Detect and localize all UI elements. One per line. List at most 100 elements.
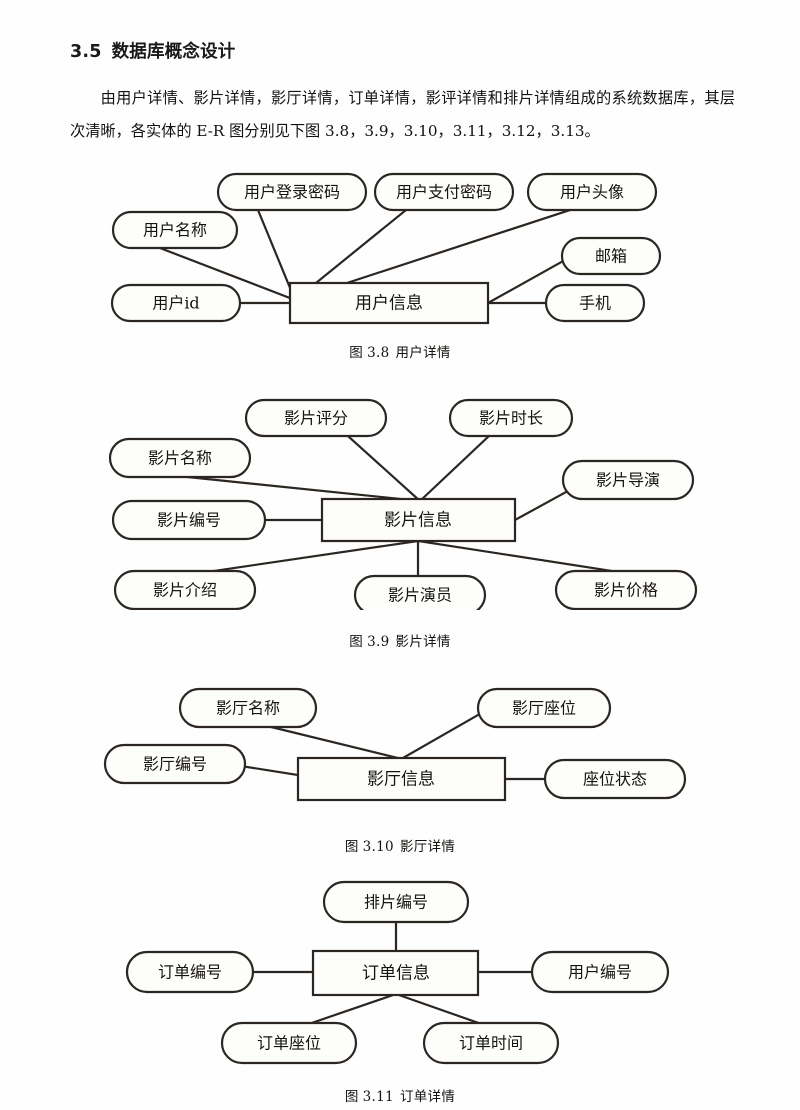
attribute-user-phone[interactable]: 手机 [544,283,646,323]
er-diagram-user-canvas: 用户信息 用户登录密码 用户支付密码 用户头像 用户名称 邮箱 [110,172,662,325]
caption-prefix: 图 [349,634,364,650]
attribute-hall-seat[interactable]: 影厅座位 [476,687,612,729]
attribute-user-pay-password-label: 用户支付密码 [396,183,492,202]
attribute-film-intro-shape [113,569,257,610]
edge-user-login-password [256,208,297,302]
entity-hall-info-label: 影厅信息 [367,770,435,790]
attribute-user-email-label: 邮箱 [595,247,627,266]
attribute-film-director-shape [561,459,695,501]
attribute-hall-code[interactable]: 影厅编号 [103,743,247,785]
caption-number: 3.11 [362,1089,394,1105]
attribute-film-code-shape [111,499,267,541]
attribute-user-id[interactable]: 用户id [110,283,242,323]
attribute-user-avatar[interactable]: 用户头像 [526,172,658,212]
paragraph-text: 由用户详情、影片详情，影厅详情，订单详情，影评详情和排片详情组成的系统数据库，其… [70,89,735,140]
attribute-hall-code-label: 影厅编号 [143,755,207,774]
entity-order-info-label: 订单信息 [362,964,430,984]
er-diagram-film-canvas: 影片信息 影片评分 影片时长 影片名称 影片导演 影片编号 [108,398,698,610]
attribute-schedule-code-label: 排片编号 [364,893,428,912]
attribute-seat-status-label: 座位状态 [583,770,647,789]
attribute-film-price[interactable]: 影片价格 [554,569,698,610]
section-number: 3.5 [70,42,102,62]
body-paragraph: 由用户详情、影片详情，影厅详情，订单详情，影评详情和排片详情组成的系统数据库，其… [70,82,735,148]
attribute-seat-status[interactable]: 座位状态 [543,758,687,800]
attribute-user-name-shape [111,210,239,250]
er-diagram-order: 订单信息 排片编号 订单编号 用户编号 订单座位 订单时间 [0,875,800,1070]
caption-prefix: 图 [344,839,359,855]
attribute-user-name[interactable]: 用户名称 [111,210,239,250]
attribute-film-duration[interactable]: 影片时长 [448,398,574,438]
caption-title: 用户详情 [395,345,451,361]
attribute-order-seat-label: 订单座位 [257,1034,321,1053]
caption-prefix: 图 [344,1089,359,1105]
attribute-order-time[interactable]: 订单时间 [422,1021,560,1065]
attribute-film-duration-shape [448,398,574,438]
attribute-hall-name[interactable]: 影厅名称 [178,687,318,729]
attribute-film-actor[interactable]: 影片演员 [353,574,487,610]
attribute-order-code-shape [125,950,255,994]
attribute-user-id-shape [110,283,242,323]
attribute-order-code[interactable]: 订单编号 [125,950,255,994]
attribute-order-time-label: 订单时间 [459,1034,523,1053]
attribute-hall-code-shape [103,743,247,785]
attribute-hall-name-label: 影厅名称 [216,699,280,718]
caption-number: 3.10 [362,839,394,855]
caption-title: 影片详情 [395,634,451,650]
attribute-user-email[interactable]: 邮箱 [560,236,662,276]
attribute-film-director-label: 影片导演 [596,471,660,490]
attribute-film-score-label: 影片评分 [284,409,348,428]
caption-prefix: 图 [349,345,364,361]
edge-hall-seat [401,713,480,760]
attribute-film-code[interactable]: 影片编号 [111,499,267,541]
attribute-film-code-label: 影片编号 [157,511,221,530]
attribute-film-price-label: 影片价格 [594,581,658,600]
er-diagram-hall: 影厅信息 影厅名称 影厅座位 影厅编号 座位状态 [0,675,800,815]
attribute-user-pay-password[interactable]: 用户支付密码 [373,172,515,212]
attribute-film-name-shape [108,437,252,479]
edge-film-intro [198,539,420,575]
edge-user-email [486,258,567,305]
attribute-film-price-shape [554,569,698,610]
entity-user-info[interactable]: 用户信息 [288,281,490,325]
edge-order-seat [298,992,398,1029]
caption-title: 订单详情 [399,1089,456,1105]
attribute-film-actor-label: 影片演员 [388,586,452,605]
caption-title: 影厅详情 [399,839,456,855]
attribute-film-intro[interactable]: 影片介绍 [113,569,257,610]
attribute-film-score[interactable]: 影片评分 [244,398,388,438]
attribute-film-intro-label: 影片介绍 [153,581,217,600]
edge-order-time [394,992,492,1029]
attribute-user-phone-label: 手机 [579,294,611,313]
attribute-seat-status-shape [543,758,687,800]
edge-group [166,416,627,579]
attribute-order-user-code[interactable]: 用户编号 [530,950,670,994]
er-diagram-film: 影片信息 影片评分 影片时长 影片名称 影片导演 影片编号 [0,385,800,610]
attribute-user-login-password[interactable]: 用户登录密码 [216,172,368,212]
entity-film-info-box [320,497,517,543]
entity-film-info[interactable]: 影片信息 [320,497,517,543]
entity-order-info[interactable]: 订单信息 [311,949,480,997]
attribute-order-seat-shape [220,1021,358,1065]
attribute-order-seat[interactable]: 订单座位 [220,1021,358,1065]
attribute-user-email-shape [560,236,662,276]
attribute-user-login-password-label: 用户登录密码 [244,183,340,202]
entity-user-info-label: 用户信息 [355,294,423,314]
entity-user-info-box [288,281,490,325]
attribute-film-actor-shape [353,574,487,610]
entity-hall-info[interactable]: 影厅信息 [296,756,507,802]
attribute-schedule-code-shape [322,880,470,924]
caption-number: 3.8 [367,345,390,361]
er-diagram-hall-canvas: 影厅信息 影厅名称 影厅座位 影厅编号 座位状态 [103,687,687,802]
attribute-film-duration-label: 影片时长 [479,409,543,428]
section-heading: 3.5 数据库概念设计 [70,38,236,63]
attribute-film-name[interactable]: 影片名称 [108,437,252,479]
er-diagram-order-canvas: 订单信息 排片编号 订单编号 用户编号 订单座位 订单时间 [125,880,670,1065]
er-diagram-user: 用户信息 用户登录密码 用户支付密码 用户头像 用户名称 邮箱 [0,160,800,335]
attribute-user-login-password-shape [216,172,368,212]
attribute-film-director[interactable]: 影片导演 [561,459,695,501]
section-title: 数据库概念设计 [111,42,236,62]
attribute-schedule-code[interactable]: 排片编号 [322,880,470,924]
edge-film-price [416,539,627,575]
